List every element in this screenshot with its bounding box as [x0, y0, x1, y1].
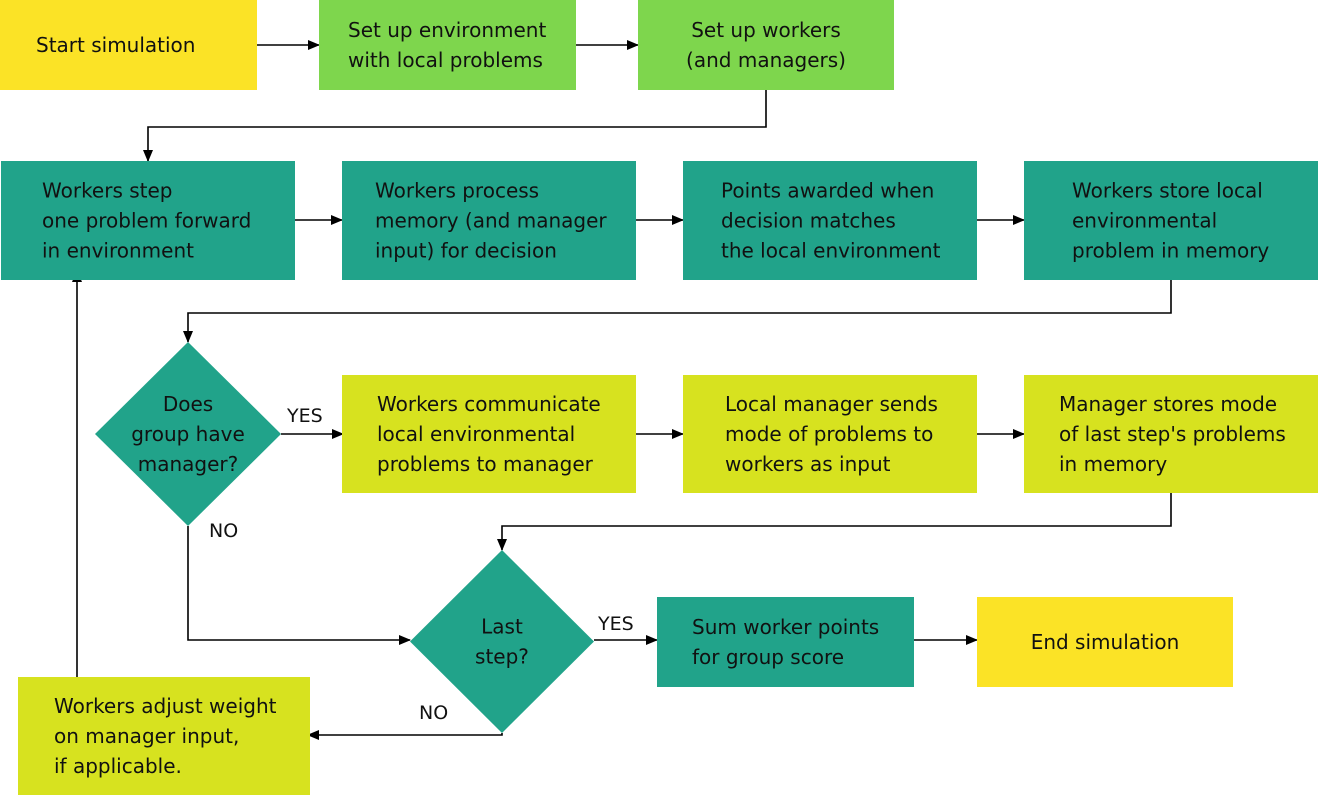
sum-points-label-line: for group score: [692, 645, 844, 669]
setup-workers-box: [638, 0, 894, 90]
process-memory-label-line: memory (and manager: [375, 209, 607, 233]
node-last-step: Last step?: [410, 550, 594, 733]
manager-stores-label-line: in memory: [1059, 452, 1167, 476]
manager-stores-box: [1024, 375, 1318, 493]
communicate-box: [342, 375, 636, 493]
has-manager-label-line: manager?: [138, 452, 239, 476]
communicate-label-line: Workers communicate: [377, 392, 601, 416]
arrow-has-manager-no: [187, 526, 411, 645]
arrow-stores-to-last-step: [497, 493, 1172, 551]
adjust-weight-label-line: on manager input,: [54, 724, 239, 748]
node-store-local: Workers store local environmental problem …: [1024, 161, 1318, 280]
sum-points-box: [657, 597, 914, 687]
last-step-label-line: step?: [475, 645, 529, 669]
node-communicate: Workers communicate local environmental pr…: [342, 375, 636, 493]
arrow-last-step-no: [307, 730, 503, 740]
end-box: [977, 597, 1233, 687]
store-local-label-line: Workers store local: [1072, 179, 1263, 203]
setup-env-label-line: with local problems: [348, 48, 543, 72]
workers-step-label-line: one problem forward: [42, 209, 251, 233]
last-step-diamond: [410, 550, 594, 733]
communicate-label-line: local environmental: [377, 422, 575, 446]
edge-label-manager-yes: YES: [286, 405, 323, 427]
node-manager-sends: Local manager sends mode of problems to wo…: [683, 375, 977, 493]
node-workers-step: Workers step one problem forward in enviro…: [1, 161, 295, 280]
start-box: [0, 0, 257, 90]
setup-workers-label-line: Set up workers: [691, 18, 841, 42]
points-awarded-label-line: decision matches: [721, 209, 896, 233]
points-awarded-box: [683, 161, 977, 280]
process-memory-label-line: Workers process: [375, 179, 539, 203]
setup-env-box: [319, 0, 576, 90]
node-setup-env: Set up environment with local problems: [319, 0, 576, 90]
store-local-label-line: environmental: [1072, 209, 1217, 233]
adjust-weight-label-line: if applicable.: [54, 754, 182, 778]
workers-step-label-line: Workers step: [42, 179, 173, 203]
adjust-weight-box: [18, 677, 310, 795]
end-label-line: End simulation: [1031, 630, 1180, 654]
node-end: End simulation: [977, 597, 1233, 687]
node-adjust-weight: Workers adjust weight on manager input, if…: [18, 677, 310, 795]
last-step-label-line: Last: [481, 615, 523, 639]
setup-workers-label-line: (and managers): [686, 48, 846, 72]
store-local-label-line: problem in memory: [1072, 239, 1269, 263]
arrow-store-to-has-manager: [183, 280, 1172, 343]
manager-sends-label-line: mode of problems to: [725, 422, 933, 446]
node-manager-stores: Manager stores mode of last step's proble…: [1024, 375, 1318, 493]
start-label-line: Start simulation: [36, 33, 195, 57]
communicate-label-line: problems to manager: [377, 452, 594, 476]
node-start: Start simulation: [0, 0, 257, 90]
arrow-setup-workers-to-workers-step: [143, 90, 767, 162]
manager-sends-label-line: Local manager sends: [725, 392, 938, 416]
node-points-awarded: Points awarded when decision matches the l…: [683, 161, 977, 280]
sum-points-label-line: Sum worker points: [692, 615, 879, 639]
points-awarded-label-line: the local environment: [721, 239, 941, 263]
process-memory-box: [342, 161, 636, 280]
node-setup-workers: Set up workers (and managers): [638, 0, 894, 90]
node-sum-points: Sum worker points for group score: [657, 597, 914, 687]
has-manager-label-line: Does: [163, 392, 213, 416]
workers-step-box: [1, 161, 295, 280]
edge-labels: YES NO YES NO: [209, 405, 634, 724]
has-manager-label-line: group have: [131, 422, 245, 446]
process-memory-label-line: input) for decision: [375, 239, 557, 263]
manager-stores-label-line: Manager stores mode: [1059, 392, 1277, 416]
manager-stores-label-line: of last step's problems: [1059, 422, 1286, 446]
workers-step-label-line: in environment: [42, 239, 194, 263]
node-has-manager: Does group have manager?: [95, 342, 281, 526]
manager-sends-box: [683, 375, 977, 493]
store-local-box: [1024, 161, 1318, 280]
node-process-memory: Workers process memory (and manager input)…: [342, 161, 636, 280]
manager-sends-label-line: workers as input: [725, 452, 891, 476]
adjust-weight-label-line: Workers adjust weight: [54, 694, 277, 718]
connectors: [72, 40, 1172, 740]
has-manager-diamond: [95, 342, 281, 526]
edge-label-manager-no: NO: [209, 520, 238, 542]
edge-label-last-yes: YES: [597, 613, 634, 635]
setup-env-label-line: Set up environment: [348, 18, 546, 42]
edge-label-last-no: NO: [419, 702, 448, 724]
points-awarded-label-line: Points awarded when: [721, 179, 934, 203]
